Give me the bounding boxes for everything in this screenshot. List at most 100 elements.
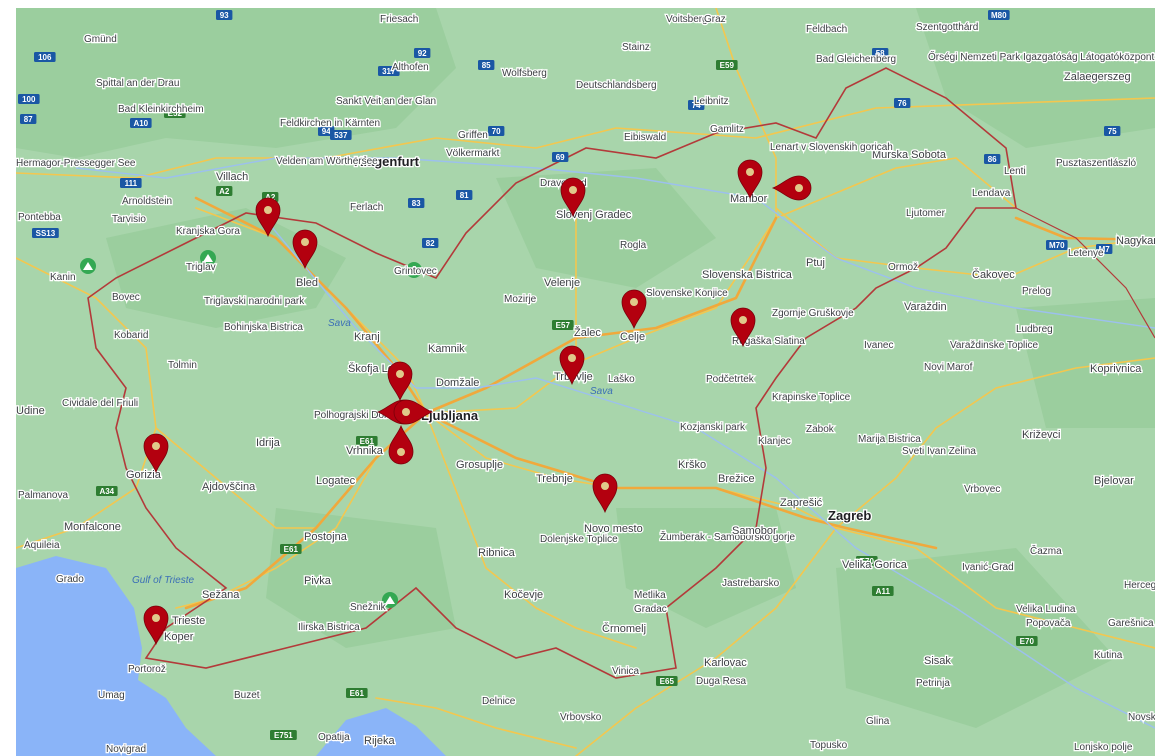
place-label-buzet: Buzet <box>234 690 260 701</box>
road-shield-n85: 85 <box>478 60 495 70</box>
svg-text:70: 70 <box>492 127 501 136</box>
place-label-gulf: Gulf of Trieste <box>132 575 194 586</box>
road-shields: A2A2A10E59E57E61E61E61E70E70E65E751A34A1… <box>18 10 1121 740</box>
map-marker-pin-icon[interactable] <box>388 424 414 465</box>
place-label-samobor: Samobor <box>732 525 777 537</box>
place-label-sisak: Sisak <box>924 655 951 667</box>
road-shield-m80: M80 <box>988 10 1010 20</box>
place-label-tarvisio: Tarvisio <box>112 214 146 225</box>
svg-text:81: 81 <box>460 191 469 200</box>
svg-text:93: 93 <box>220 11 229 20</box>
place-label-lasko: Laško <box>608 374 635 385</box>
place-label-varazdin: Varaždin <box>904 301 947 313</box>
place-label-zabok: Zabok <box>806 424 835 435</box>
place-label-nagykanizsa: Nagykanizsa <box>1116 235 1155 247</box>
map-marker-pin-icon[interactable] <box>559 345 585 386</box>
road-shield-n106: 106 <box>34 52 56 62</box>
road-shield-e59: E59 <box>716 60 738 70</box>
place-label-murska: Murska Sobota <box>872 149 947 161</box>
place-label-tolmin: Tolmin <box>168 360 197 371</box>
place-label-varazdinske: Varaždinske Toplice <box>950 340 1038 351</box>
map-marker-pin-icon[interactable] <box>143 433 169 474</box>
place-label-vrbovec: Vrbovec <box>964 484 1000 495</box>
place-label-leibnitz: Leibnitz <box>694 96 728 107</box>
map-marker-pin-icon[interactable] <box>737 159 763 200</box>
place-label-logatec: Logatec <box>316 475 356 487</box>
svg-text:A2: A2 <box>219 187 230 196</box>
svg-text:69: 69 <box>556 153 565 162</box>
place-label-kocevje: Kočevje <box>504 589 543 601</box>
place-label-sankt-veit: Sankt Veit an der Glan <box>336 96 436 107</box>
road-shield-n76: 76 <box>894 98 911 108</box>
svg-text:E59: E59 <box>720 61 735 70</box>
place-label-snesnik: Snežnik <box>350 602 387 613</box>
svg-text:M7: M7 <box>1099 245 1111 254</box>
mountain-peak-icon <box>80 258 96 274</box>
map-canvas[interactable]: A2A2A10E59E57E61E61E61E70E70E65E751A34A1… <box>16 8 1155 756</box>
road-shield-e61-1: E61 <box>356 436 378 446</box>
place-label-triglav: Triglav <box>186 262 216 273</box>
place-label-ljutomer: Ljutomer <box>906 208 946 219</box>
place-label-duga-resa: Duga Resa <box>696 676 746 687</box>
place-label-ivanec: Ivanec <box>864 340 893 351</box>
svg-text:E751: E751 <box>274 731 293 740</box>
road-shield-e61-3: E61 <box>346 688 368 698</box>
road-shield-n83: 83 <box>408 198 425 208</box>
svg-text:82: 82 <box>426 239 435 248</box>
road-shield-n537: 537 <box>330 130 352 140</box>
place-label-krapinske: Krapinske Toplice <box>772 392 851 403</box>
place-label-ljubljana: Ljubljana <box>421 408 479 423</box>
place-label-voitsberg: Voitsberg <box>666 14 708 25</box>
place-label-ivanic-grad: Ivanić-Grad <box>962 562 1014 573</box>
road-shield-ss13: SS13 <box>32 228 59 238</box>
svg-text:E61: E61 <box>360 437 375 446</box>
place-label-vrhnika: Vrhnika <box>346 445 384 457</box>
map-marker-pin-icon[interactable] <box>592 473 618 514</box>
place-label-grosuplje: Grosuplje <box>456 459 503 471</box>
place-label-letenye: Letenye <box>1068 248 1104 259</box>
svg-text:87: 87 <box>24 115 33 124</box>
place-label-lendava: Lendava <box>972 188 1011 199</box>
map-marker-pin-icon[interactable] <box>387 361 413 402</box>
map-marker-pin-icon[interactable] <box>292 229 318 270</box>
place-label-celje: Celje <box>620 331 645 343</box>
road-shield-n86: 86 <box>984 154 1001 164</box>
place-label-frohnleiten: Friesach <box>380 14 418 25</box>
road-shield-n87: 87 <box>20 114 37 124</box>
place-label-wolfsberg: Wolfsberg <box>502 68 547 79</box>
place-label-eibiswald: Eibiswald <box>624 132 666 143</box>
place-label-gamlitz: Gamlitz <box>710 124 744 135</box>
map-marker-pin-icon[interactable] <box>771 175 812 201</box>
place-label-slovenske-konjice: Slovenske Konjice <box>646 288 728 299</box>
map-markers[interactable] <box>143 159 812 646</box>
road-shield-e52: E52 <box>164 108 186 118</box>
road-shield-n75: 75 <box>1104 126 1121 136</box>
map-marker-pin-icon[interactable] <box>560 177 586 218</box>
map-marker-pin-icon[interactable] <box>393 399 434 425</box>
place-label-althofen: Althofen <box>392 62 429 73</box>
map-marker-pin-icon[interactable] <box>621 289 647 330</box>
map-marker-pin-icon[interactable] <box>255 197 281 238</box>
place-label-pusztaszentlaszlo: Pusztaszentlászló <box>1056 158 1136 169</box>
road-shield-n58: 58 <box>872 48 889 58</box>
place-label-grado: Grado <box>56 574 84 585</box>
place-label-zapresic: Zaprešić <box>780 497 823 509</box>
place-label-ajdovscina: Ajdovščina <box>202 481 256 493</box>
place-label-ptuj: Ptuj <box>806 257 825 269</box>
map-marker-pin-icon[interactable] <box>143 605 169 646</box>
road-shield-e70-2: E70 <box>1016 636 1038 646</box>
svg-text:83: 83 <box>412 199 421 208</box>
place-label-mozirje: Mozirje <box>504 294 537 305</box>
place-label-bohinjska: Bohinjska Bistrica <box>224 322 303 333</box>
place-label-kobarid: Kobarid <box>114 330 148 341</box>
svg-text:75: 75 <box>1108 127 1117 136</box>
road-shield-a34: A34 <box>96 486 118 496</box>
road-shield-n74: 74 <box>688 100 705 110</box>
place-label-palmanova: Palmanova <box>18 490 68 501</box>
place-label-kleinkirchheim: Bad Kleinkirchheim <box>118 104 204 115</box>
place-label-portoroz: Portorož <box>128 664 166 675</box>
map-marker-pin-icon[interactable] <box>730 307 756 348</box>
road-shield-n82: 82 <box>422 238 439 248</box>
road-shield-e57: E57 <box>552 320 574 330</box>
